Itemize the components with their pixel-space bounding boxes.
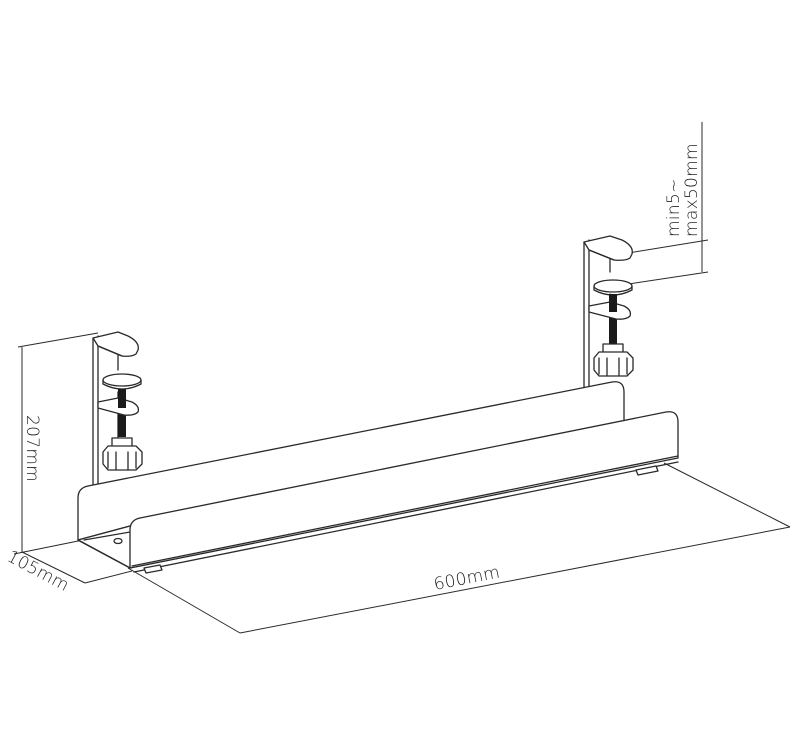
left-clamp-bracket: [92, 331, 143, 493]
tray-foot-left: [143, 564, 163, 574]
clamp-range-label-line1: min5~: [664, 178, 684, 237]
mounting-hole: [113, 537, 123, 545]
tray-front-wall: [129, 411, 679, 569]
dimension-lines: [13, 122, 791, 634]
left-adjust-knob: [102, 445, 143, 471]
tray-back-wall: [77, 381, 625, 541]
tray-foot-right: [635, 465, 659, 476]
cable-tray: [77, 381, 679, 574]
length-label: 600mm: [432, 562, 502, 594]
clamp-range-label-line2: max50mm: [682, 143, 702, 237]
right-adjust-knob: [593, 351, 634, 377]
right-threaded-rod: [609, 294, 617, 344]
height-label: 207mm: [22, 415, 42, 482]
right-clamp-bracket: [583, 235, 634, 393]
